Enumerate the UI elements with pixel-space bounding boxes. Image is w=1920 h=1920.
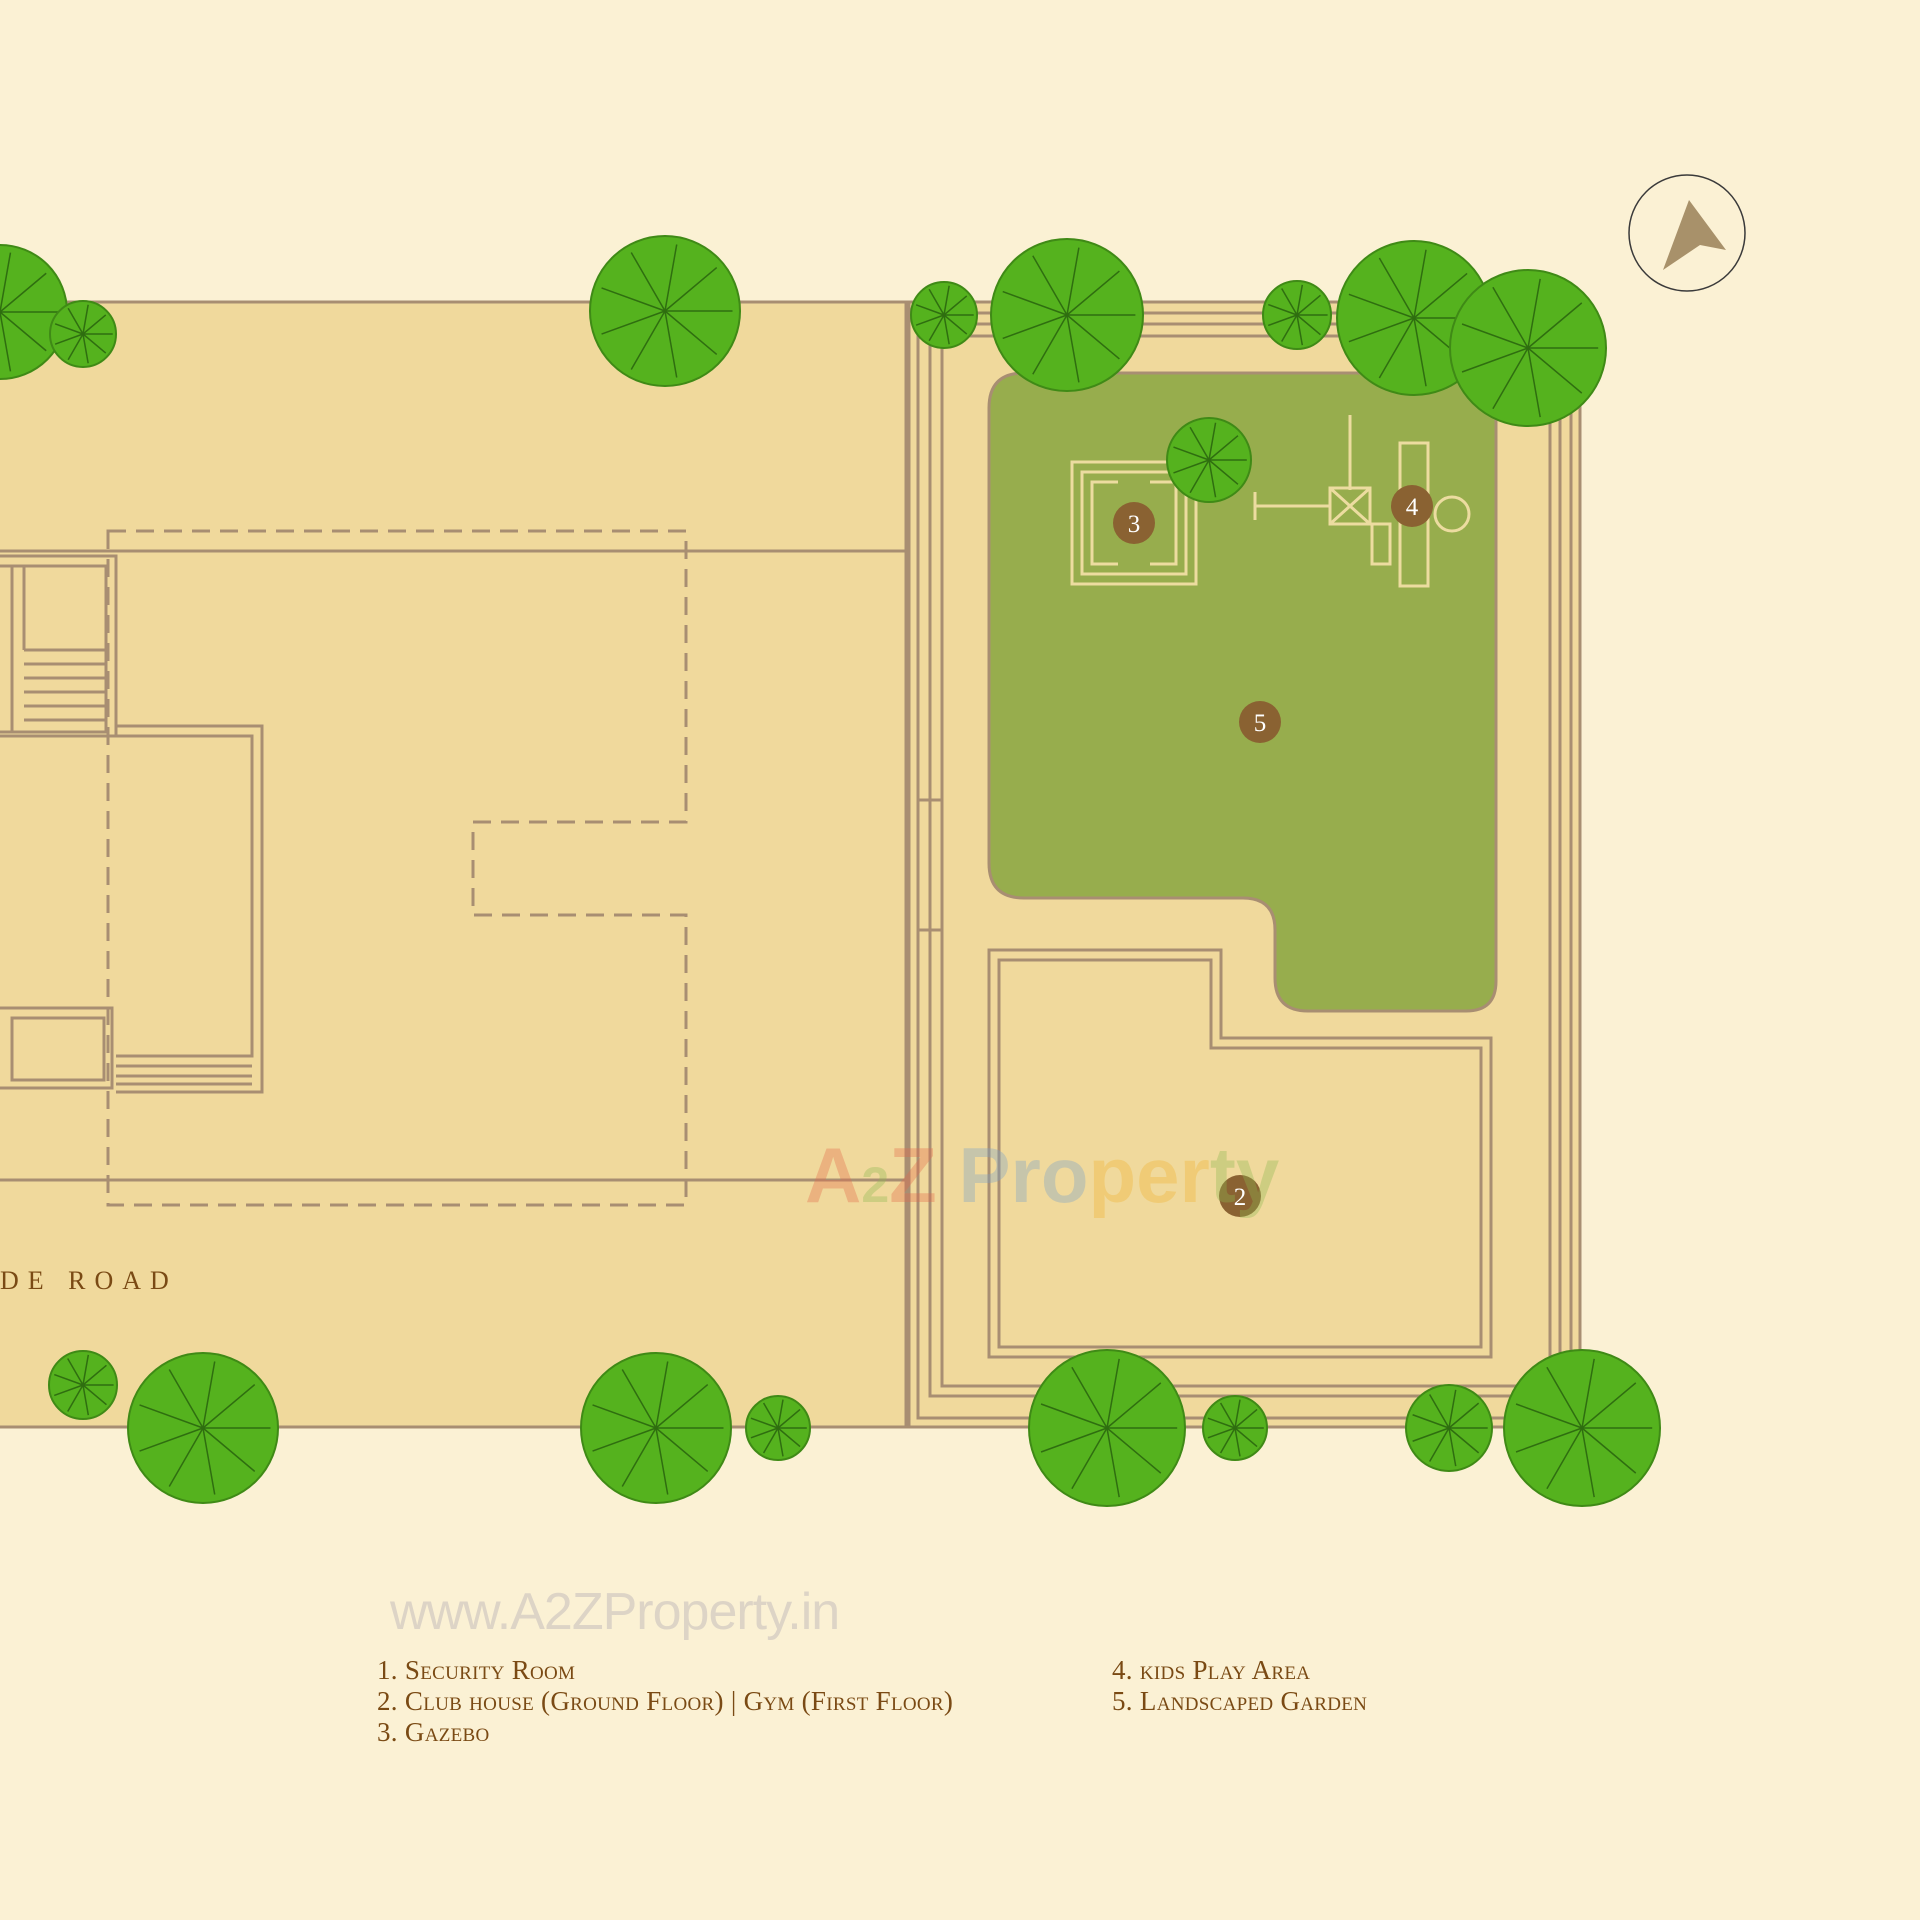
legend-column-1: 1. Security Room 2. Club house (Ground F… [377, 1655, 953, 1748]
marker-5: 5 [1239, 701, 1281, 743]
marker-2: 2 [1219, 1175, 1261, 1217]
tree-icon [910, 281, 978, 349]
marker-number: 5 [1254, 710, 1267, 737]
legend-item: 3. Gazebo [377, 1717, 490, 1747]
trees [0, 235, 1661, 1507]
legend-item: 5. Landscaped Garden [1112, 1686, 1368, 1716]
markers: 3 4 5 2 [1113, 485, 1433, 1217]
tree-icon [49, 300, 117, 368]
tree-icon [1028, 1349, 1186, 1507]
tree-icon [1262, 280, 1332, 350]
marker-number: 2 [1234, 1184, 1247, 1211]
club-house-outline [987, 948, 1493, 1359]
tree-icon [1202, 1395, 1268, 1461]
tree-icon [1503, 1349, 1661, 1507]
tree-icon [589, 235, 741, 387]
tree-icon [580, 1352, 732, 1504]
legend-item: 1. Security Room [377, 1655, 576, 1685]
left-plot [0, 300, 908, 1429]
tree-icon [127, 1352, 279, 1504]
legend-column-2: 4. kids Play Area 5. Landscaped Garden [1112, 1655, 1367, 1717]
legend-item: 2. Club house (Ground Floor) | Gym (Firs… [377, 1686, 954, 1716]
tree-icon [1166, 417, 1252, 503]
watermark-logo: A2Z Property [805, 1131, 1280, 1219]
watermark-url: www.A2ZProperty.in [390, 1583, 840, 1641]
gazebo-structure [1070, 460, 1198, 586]
north-arrow-icon [1628, 174, 1746, 292]
road-label: DE ROAD [0, 1266, 178, 1295]
tree-icon [1449, 269, 1607, 427]
tree-icon [48, 1350, 118, 1420]
building-core [0, 554, 264, 1094]
tree-icon [990, 238, 1144, 392]
marker-number: 3 [1128, 511, 1141, 538]
marker-3: 3 [1113, 502, 1155, 544]
tree-icon [745, 1395, 811, 1461]
marker-number: 4 [1406, 494, 1419, 521]
legend-item: 4. kids Play Area [1112, 1655, 1311, 1685]
tree-icon [1405, 1384, 1493, 1472]
marker-4: 4 [1391, 485, 1433, 527]
building-footprint-dashed [106, 529, 688, 1207]
